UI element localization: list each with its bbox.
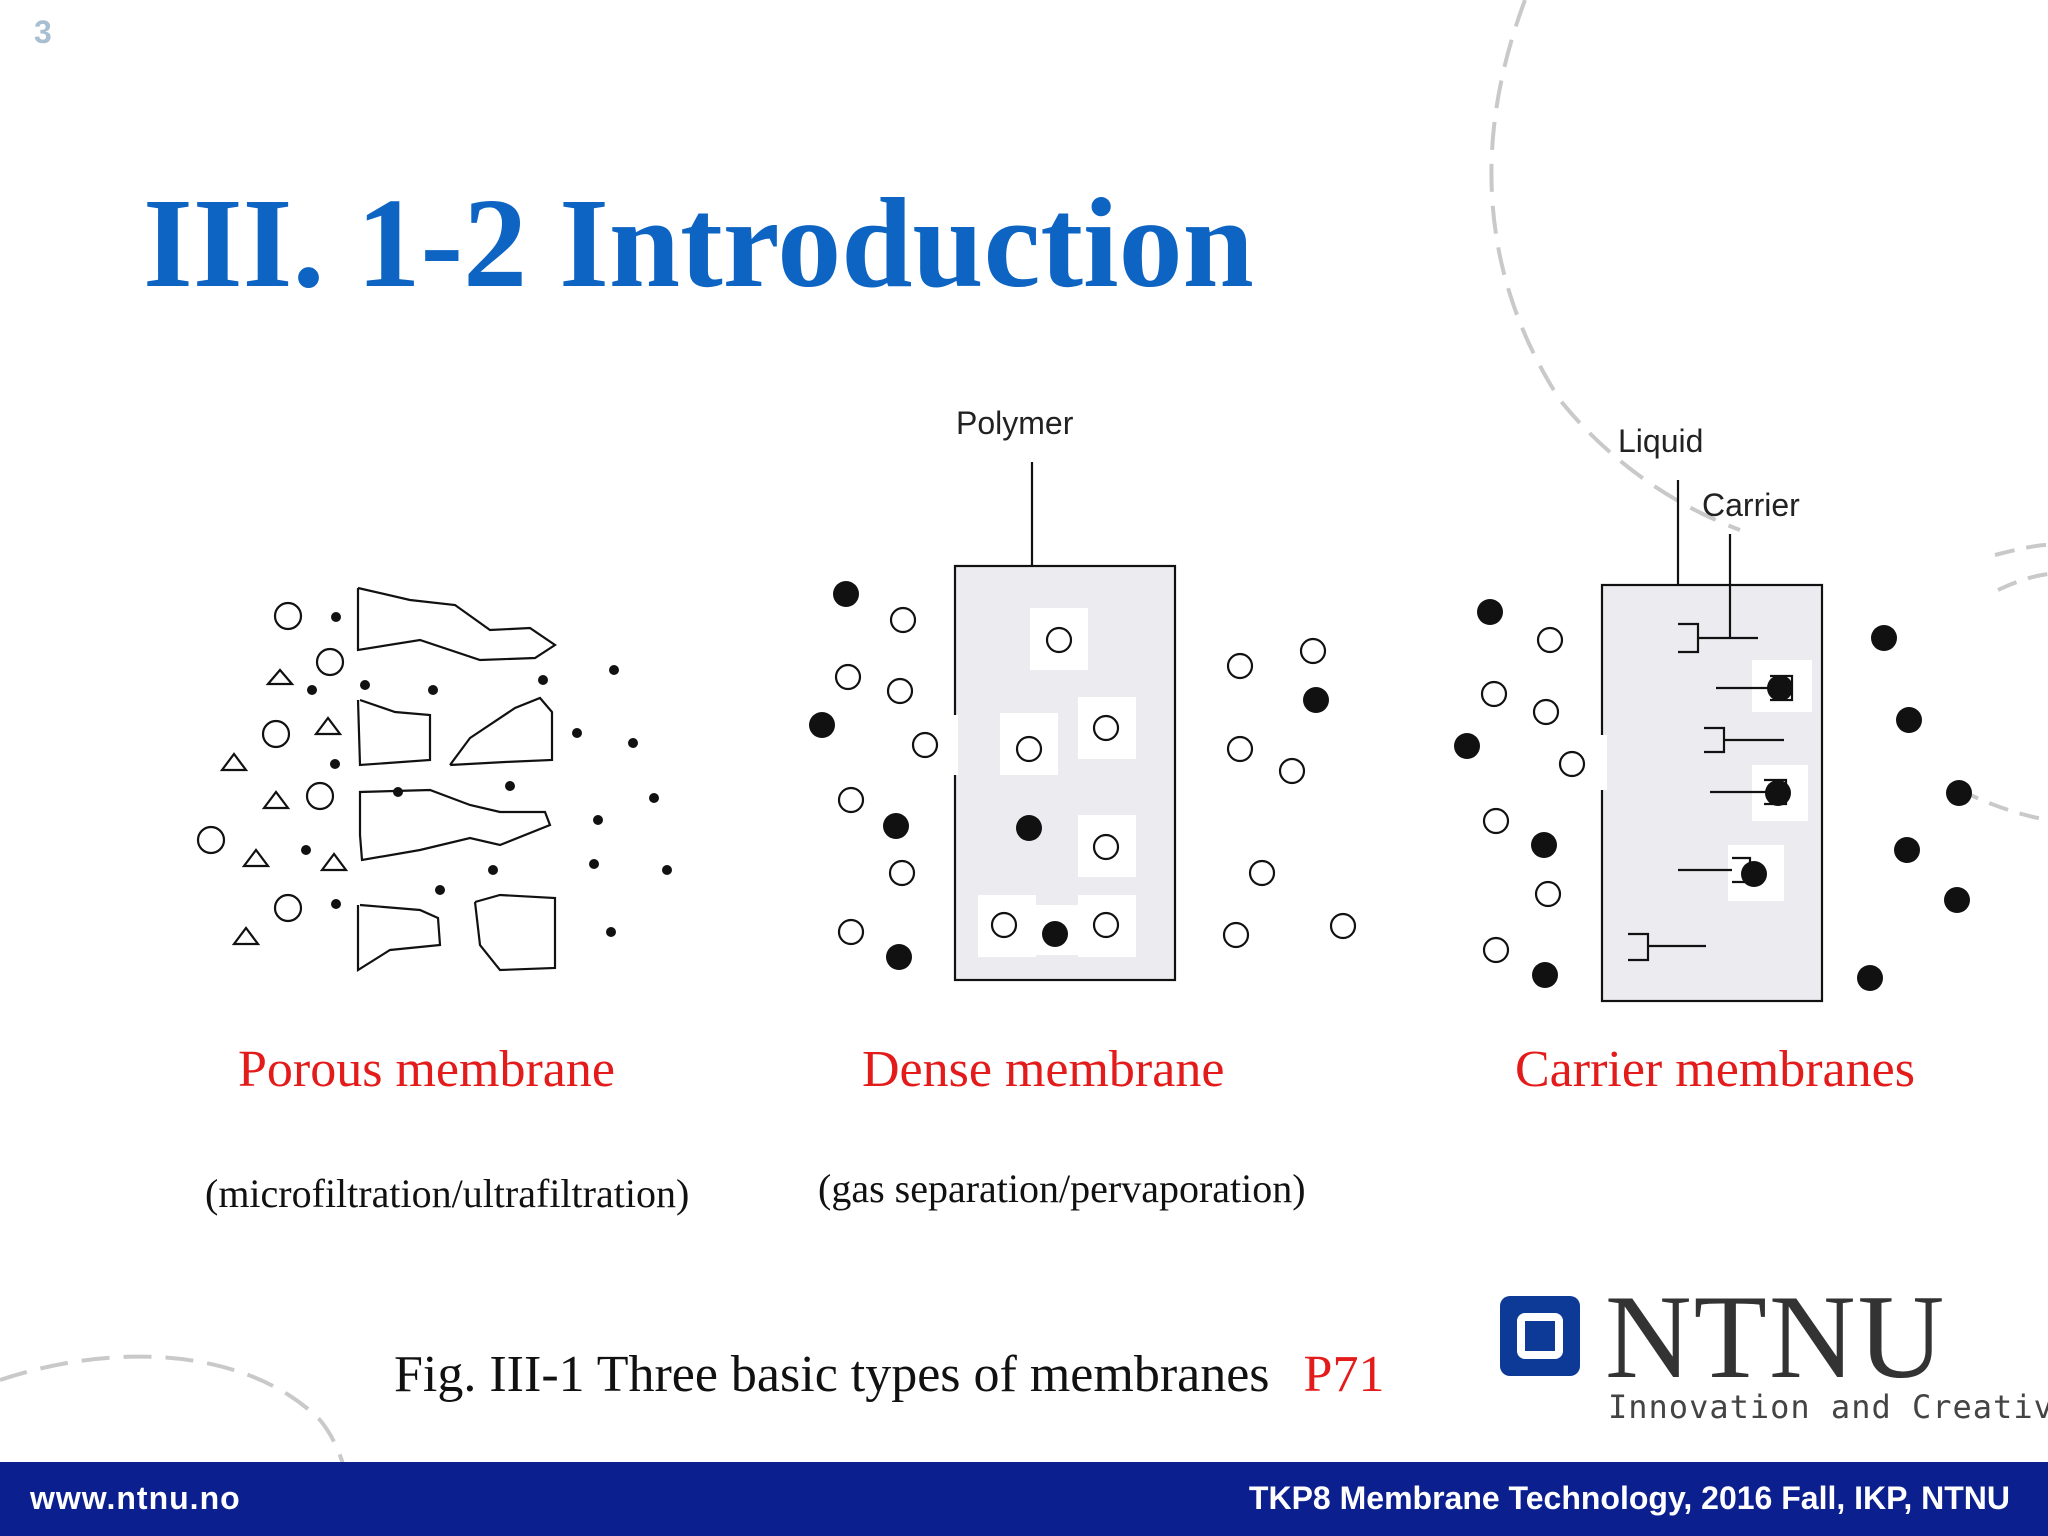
- logo-name: NTNU: [1605, 1270, 1947, 1403]
- figure-caption: Fig. III-1 Three basic types of membrane…: [394, 1345, 1384, 1404]
- footer-url[interactable]: www.ntnu.no: [30, 1480, 241, 1516]
- footer-course-info: TKP8 Membrane Technology, 2016 Fall, IKP…: [1248, 1480, 2010, 1516]
- liquid-label: Liquid: [1618, 423, 1703, 459]
- carrier-membranes-label: Carrier membranes: [1515, 1041, 1915, 1098]
- caption-text: Fig. III-1 Three basic types of membrane…: [394, 1346, 1270, 1403]
- page-title: III. 1-2 Introduction: [143, 172, 1254, 314]
- polymer-label: Polymer: [956, 405, 1074, 441]
- ntnu-logo-mark: [1500, 1296, 1580, 1376]
- caption-page-ref: P71: [1303, 1346, 1385, 1403]
- dense-membrane-label: Dense membrane: [862, 1041, 1225, 1098]
- porous-membrane-label: Porous membrane: [238, 1041, 615, 1098]
- dense-subtitle: (gas separation/pervaporation): [818, 1166, 1306, 1211]
- carrier-label: Carrier: [1702, 487, 1800, 523]
- carrier-membrane-drawing: [1480, 480, 1824, 1003]
- logo-tagline: Innovation and Creativity: [1608, 1388, 2048, 1426]
- porous-subtitle: (microfiltration/ultrafiltration): [205, 1171, 690, 1216]
- porous-membrane-drawing: [196, 586, 557, 972]
- slide-number: 3: [34, 14, 52, 50]
- footer-bar: www.ntnu.no TKP8 Membrane Technology, 20…: [0, 1462, 2048, 1536]
- dense-membrane-drawing: [834, 462, 1357, 982]
